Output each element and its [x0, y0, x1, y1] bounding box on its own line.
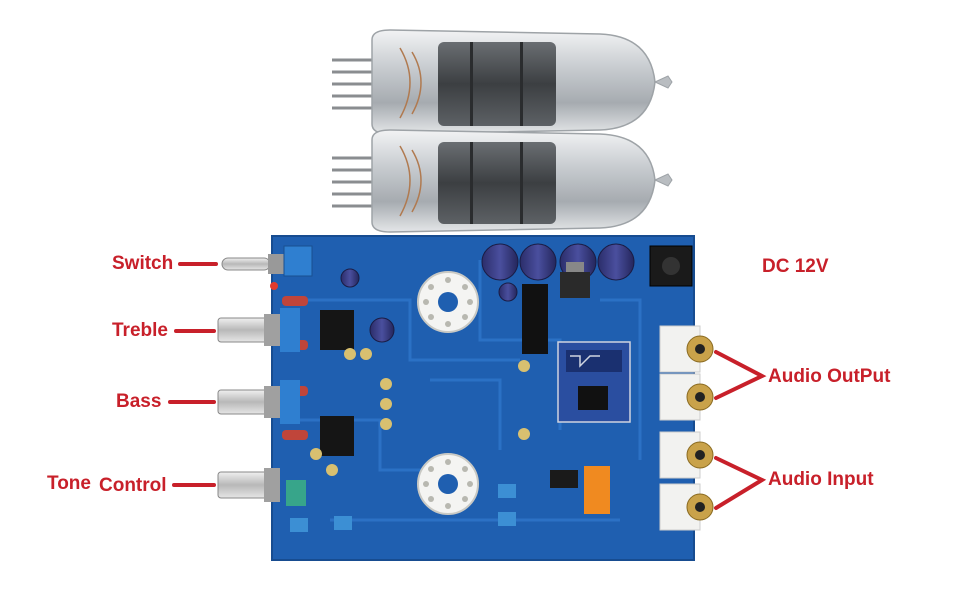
treble-knob [217, 308, 300, 352]
vacuum-tube-bottom [332, 129, 673, 233]
switch-label: Switch [112, 253, 174, 274]
bass-label: Bass [116, 391, 162, 412]
tone-label: Tone [47, 473, 91, 494]
tube-socket-upper [417, 271, 479, 333]
dc-power-jack [649, 245, 693, 287]
audio-output-pointer [714, 350, 767, 400]
pin-header [522, 284, 548, 354]
voltage-regulator [560, 262, 590, 298]
small-components [270, 282, 610, 532]
rca-input-jacks [659, 431, 714, 531]
rca-output-jacks [659, 325, 714, 421]
audio-input-label: Audio Input [768, 469, 874, 490]
audio-input-pointer [714, 456, 767, 510]
bass-knob [217, 380, 300, 424]
op-amp-chips [320, 310, 354, 456]
audio-output-label: Audio OutPut [768, 366, 891, 387]
tube-socket-lower [417, 453, 479, 515]
vacuum-tube-top [332, 29, 673, 135]
power-toggle-switch [221, 245, 313, 277]
dc-power-label: DC 12V [762, 256, 829, 277]
control-label: Control [99, 475, 167, 496]
tone-control-knob [217, 468, 280, 502]
treble-label: Treble [112, 320, 168, 341]
bluetooth-module [557, 341, 631, 423]
